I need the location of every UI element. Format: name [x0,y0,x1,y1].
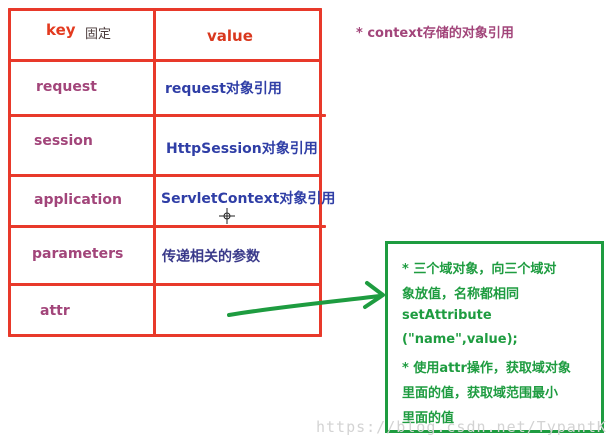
row-key-attr: attr [40,303,70,319]
scope-note-line-1: * 三个域对象，向三个域对 [402,262,557,277]
header-value: value [207,27,253,45]
scope-note-line-5: * 使用attr操作，获取域对象 [402,361,571,376]
row-value-request: request对象引用 [165,81,282,97]
grid-line-top [8,8,322,11]
grid-line-row4 [8,225,326,228]
row-value-application: ServletContext对象引用 [161,191,336,207]
row-key-application: application [34,192,122,208]
grid-line-middle [153,8,156,337]
header-key: key [46,21,76,39]
header-fixed-label: 固定 [85,27,112,42]
context-note: * context存储的对象引用 [356,26,514,41]
row-value-parameters: 传递相关的参数 [162,249,260,265]
row-key-session: session [34,133,93,149]
scope-note-line-2: 象放值，名称都相同 [402,287,520,302]
grid-line-left [8,8,11,337]
grid-line-row1 [8,59,322,62]
row-key-parameters: parameters [32,246,124,262]
scope-note-line-4: ("name",value); [402,332,518,347]
crosshair-cursor-icon [219,208,235,224]
scope-note-box [385,241,604,433]
grid-line-row3 [8,174,322,177]
scope-note-line-6: 里面的值，获取域范围最小 [402,386,559,401]
grid-line-right [319,8,322,337]
grid-line-row2 [10,114,326,117]
scope-note-line-3: setAttribute [402,308,492,323]
row-value-session: HttpSession对象引用 [166,141,318,157]
scope-note-line-7: 里面的值 [402,411,455,426]
watermark: https://blog.csdn.net/TypantK [316,418,607,436]
grid-line-bottom [8,334,322,337]
row-key-request: request [36,79,97,95]
grid-line-row5 [8,283,322,286]
